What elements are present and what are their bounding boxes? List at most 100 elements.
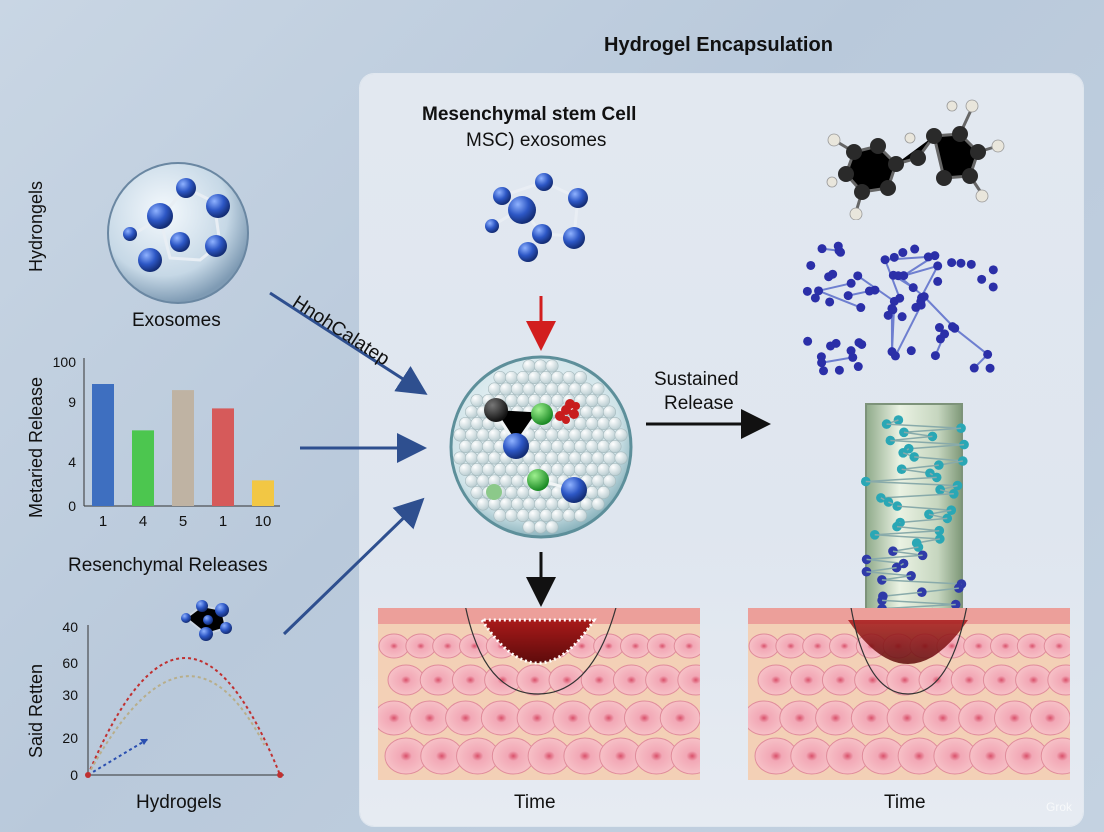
hydrogel-bead: [562, 370, 576, 384]
exosome-label: Exosomes: [132, 310, 221, 331]
bar-y-tick: 9: [68, 394, 76, 410]
protein-atom: [916, 300, 926, 310]
hydrogel-bead: [614, 428, 628, 442]
hydrogel-bead: [545, 382, 559, 396]
cylinder-bond: [865, 480, 958, 487]
hydrogel-bead: [499, 382, 513, 396]
cylinder-bond: [896, 525, 940, 532]
skin-cell: [646, 633, 678, 659]
hydrogel-bead: [597, 440, 611, 454]
skin-cell: [1040, 737, 1070, 775]
hydrogel-bead: [597, 463, 611, 477]
protein-atom: [947, 258, 957, 268]
skin-cell: [409, 700, 451, 736]
protein-atom: [834, 365, 844, 375]
hydrogel-bead: [597, 486, 611, 500]
protein-atom: [846, 278, 856, 288]
cylinder-atom: [896, 464, 907, 474]
bar-x-tick: 10: [255, 513, 272, 530]
hydrogel-bead: [562, 440, 576, 454]
protein-atom: [983, 349, 993, 359]
protein-atom: [890, 351, 900, 361]
protein-bond: [821, 356, 853, 364]
hydrogel-bead: [470, 393, 484, 407]
cylinder-bond: [886, 423, 962, 429]
time-label-left: Time: [514, 792, 556, 813]
protein-atom: [864, 286, 874, 296]
skin-cell: [779, 700, 821, 736]
hydrogel-bead: [481, 463, 495, 477]
hydrogel-bead: [551, 463, 565, 477]
cylinder-bond: [880, 493, 954, 499]
line-series: [87, 675, 266, 776]
hydrogel-sphere: [449, 355, 633, 539]
hydrogel-bead: [574, 417, 588, 431]
line-y-tick: 0: [70, 767, 78, 783]
line-series: [87, 657, 282, 776]
hydrogel-bead: [591, 474, 605, 488]
protein-atom: [933, 276, 943, 286]
bar-x-tick: 5: [179, 513, 187, 530]
hydrogel-bead: [516, 509, 530, 523]
hydrogel-bead: [545, 359, 559, 373]
hydrogel-bead: [453, 428, 467, 442]
bar: [92, 384, 114, 506]
hydrogel-bead: [551, 370, 565, 384]
skin-cell: [886, 700, 928, 736]
line-y-tick: 30: [62, 687, 78, 703]
protein-atom: [819, 366, 829, 376]
protein-atom: [940, 329, 950, 339]
hydrogel-bead: [504, 509, 518, 523]
skin-cell: [1043, 633, 1070, 659]
cylinder-bond: [881, 603, 956, 610]
skin-cell: [612, 664, 650, 696]
skin-cell: [950, 664, 988, 696]
protein-atom: [897, 312, 907, 322]
hydrogel-bead: [539, 509, 553, 523]
protein-atom: [893, 271, 903, 281]
hydrogel-bead: [591, 428, 605, 442]
skin-cell: [516, 664, 554, 696]
protein-atom: [895, 293, 905, 303]
hydrogel-bead: [608, 463, 622, 477]
hydrogel-bead: [574, 509, 588, 523]
skin-cell: [673, 633, 700, 659]
msc-title-line2: MSC) exosomes: [466, 130, 607, 151]
hydrogel-bead: [464, 405, 478, 419]
hydrogel-bead: [499, 497, 513, 511]
cylinder-atom: [861, 566, 872, 577]
skin-cell: [748, 700, 785, 736]
protein-bond: [818, 289, 862, 309]
bar: [132, 430, 154, 506]
hydrogel-bead: [522, 497, 536, 511]
cylinder-bond: [865, 476, 937, 483]
hydrogel-bead: [470, 417, 484, 431]
hydrogel-bead: [597, 417, 611, 431]
hydrogel-bead: [545, 451, 559, 465]
hydrogel-bead: [464, 428, 478, 442]
line-point: [277, 772, 284, 778]
watermark: Grok: [1046, 800, 1073, 814]
hydrogel-bead: [528, 370, 542, 384]
protein-atom: [856, 303, 866, 313]
cylinder-bond: [900, 517, 948, 524]
skin-cell: [958, 700, 1000, 736]
skin-tissue-left: [378, 608, 700, 780]
skin-cell: [815, 700, 857, 736]
protein-atom: [966, 259, 976, 269]
cylinder-atom: [924, 509, 934, 520]
hydrogel-bead: [459, 417, 472, 431]
protein-atom: [889, 252, 899, 262]
hydrogel-bead: [522, 520, 536, 534]
hydrogel-bead: [562, 509, 576, 523]
protein-atom: [977, 274, 987, 284]
cylinder-bond: [908, 443, 965, 450]
hydrogel-bead: [470, 463, 484, 477]
cylinder-atom: [917, 587, 927, 597]
hydrogel-bead: [568, 451, 582, 465]
hydrogel-bead: [528, 509, 542, 523]
cylinder-bond: [881, 579, 962, 585]
cylinder-bond: [874, 534, 940, 540]
hydrogel-bead: [545, 428, 559, 442]
